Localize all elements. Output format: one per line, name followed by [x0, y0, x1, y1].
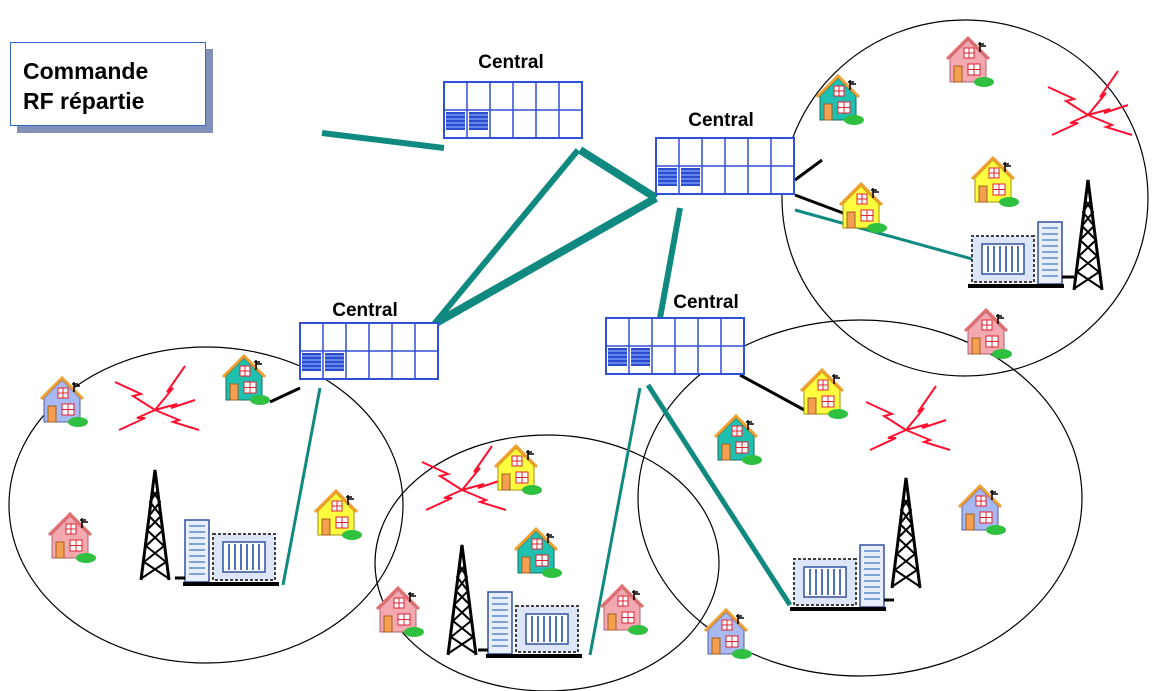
- link-central4-equip-center: [588, 387, 642, 656]
- house-icon: [815, 74, 866, 127]
- link-central1-central2: [577, 146, 659, 202]
- central-label-2: Central: [688, 110, 753, 131]
- house-icon: [47, 512, 98, 565]
- coverage-cell-left: [8, 346, 404, 664]
- radio-tower-left: [139, 468, 171, 582]
- link-central1-central3: [422, 148, 581, 337]
- title-box: Commande RF répartie: [10, 42, 206, 126]
- lightning-icon: [865, 385, 951, 451]
- radio-tower-top-right: [1072, 178, 1104, 292]
- house-icon: [799, 368, 850, 421]
- house-icon: [703, 608, 754, 661]
- radio-tower-right: [890, 476, 922, 590]
- base-station-equipment-top-right: [967, 221, 1065, 289]
- house-icon: [599, 584, 650, 637]
- central-label-1: Central: [478, 52, 543, 73]
- link-central3-equip-left: [281, 387, 322, 586]
- link-central4-equip-right: [645, 383, 793, 607]
- coverage-cell-top-right: [781, 19, 1149, 377]
- link-external: [321, 130, 445, 151]
- link-central2-central3: [434, 194, 658, 327]
- backbone-links: [281, 130, 1013, 656]
- coverage-cell-center: [374, 434, 720, 691]
- house-icon: [221, 354, 272, 407]
- base-station-equipment-center: [485, 591, 583, 659]
- lightning-icon: [421, 445, 507, 511]
- coverage-cell-right: [637, 319, 1083, 677]
- central-label-3: Central: [332, 300, 397, 321]
- central-switch-3: [299, 322, 439, 380]
- subscriber-links: [269, 158, 844, 414]
- house-icon: [945, 36, 996, 89]
- house-icon: [970, 156, 1021, 209]
- central-switch-4: [605, 317, 745, 375]
- house-icon: [957, 484, 1008, 537]
- link-central2-central4: [657, 207, 683, 319]
- base-station-equipment-left: [182, 519, 280, 587]
- base-station-equipment-right: [789, 544, 887, 612]
- house-icon: [513, 527, 564, 580]
- central-switch-1: [443, 81, 583, 139]
- house-icon: [375, 586, 426, 639]
- radio-tower-center: [446, 543, 478, 657]
- house-icon: [39, 376, 90, 429]
- central-label-4: Central: [673, 292, 738, 313]
- central-switch-2: [655, 137, 795, 195]
- house-icon: [838, 182, 889, 235]
- title-line-2: RF répartie: [23, 88, 145, 114]
- house-icon: [713, 414, 764, 467]
- house-icon: [963, 308, 1014, 361]
- title-line-1: Commande: [23, 58, 149, 84]
- house-icon: [493, 444, 544, 497]
- lightning-icon: [114, 365, 200, 431]
- house-icon: [313, 489, 364, 542]
